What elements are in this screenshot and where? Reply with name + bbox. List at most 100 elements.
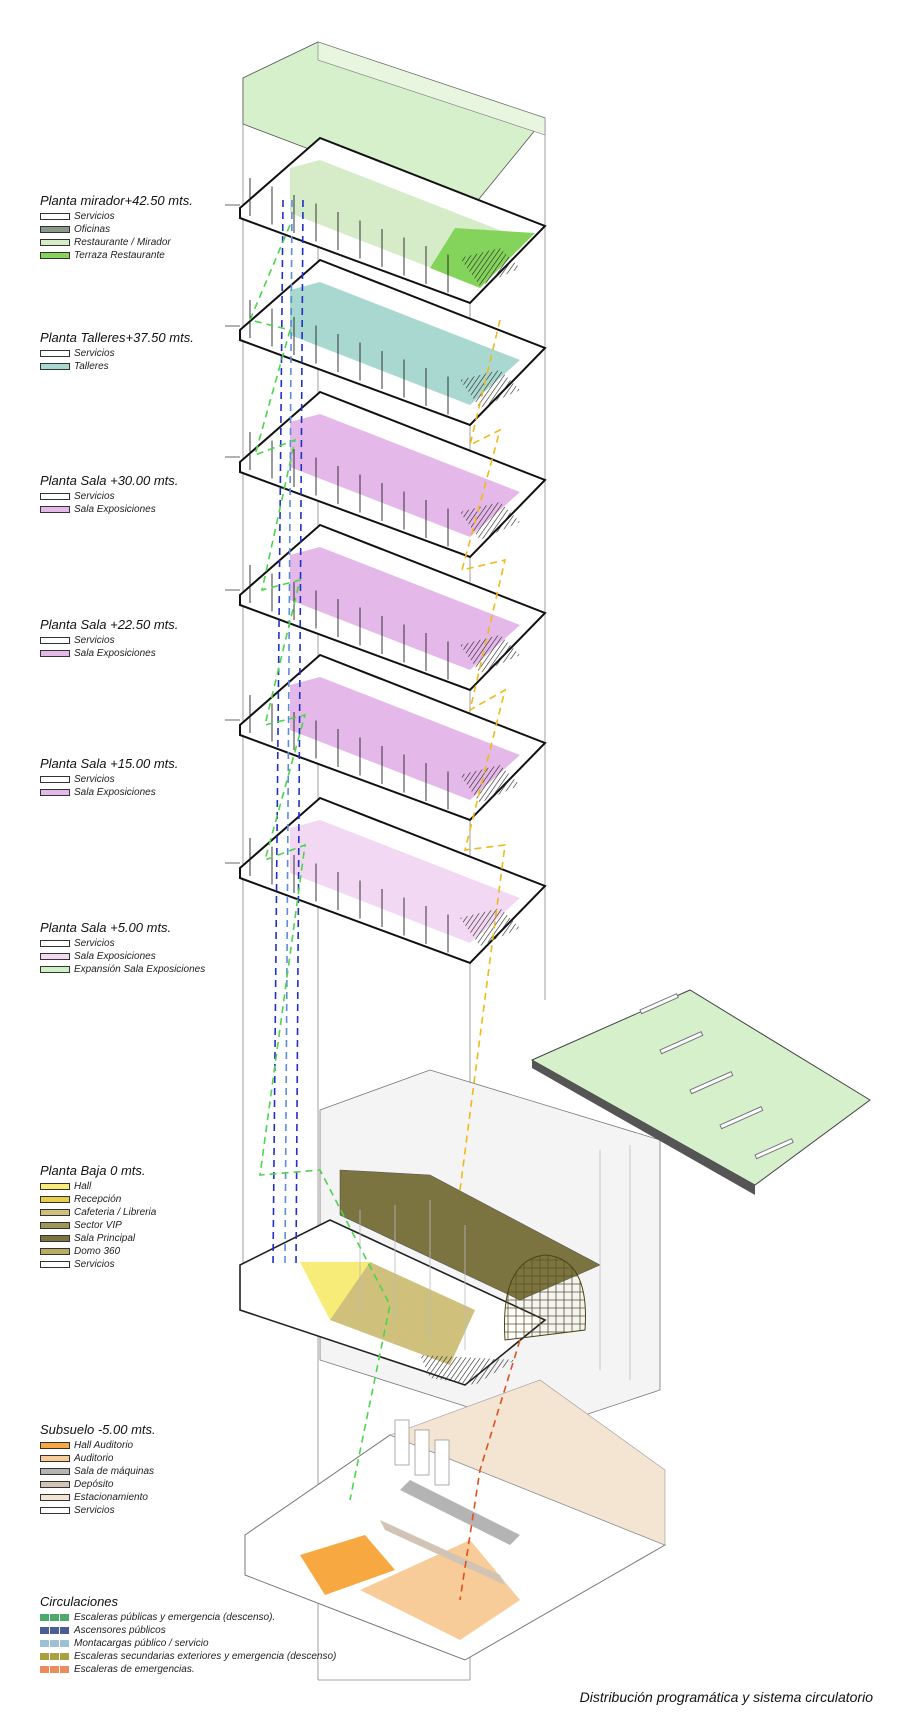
legend-row: Ascensores públicos [40,1624,336,1637]
stair-core [460,908,520,946]
legend-title: Planta Sala +30.00 mts. [40,473,179,488]
legend-row: Sala Exposiciones [40,647,178,660]
program-zone [290,414,520,537]
legend-swatch [40,1209,70,1216]
legend-swatch [40,506,70,513]
program-zone [290,677,520,800]
floor-sala-5 [239,796,547,965]
legend-talleres: Planta Talleres+37.50 mts. Servicios Tal… [40,330,194,373]
legend-swatch [40,363,70,370]
legend-title: Planta mirador+42.50 mts. [40,193,193,208]
legend-swatch [40,940,70,947]
legend-row: Depósito [40,1478,156,1491]
side-pavilion [530,989,871,1195]
legend-sala-30: Planta Sala +30.00 mts. Servicios Sala E… [40,473,178,516]
floor-mirador [239,136,547,305]
legend-row: Servicios [40,634,178,647]
secondary-stair-line [459,319,507,1191]
stair-core [460,635,520,673]
floor-slabs [239,136,547,965]
floor-sala-22 [239,523,547,692]
floor-sala-30 [239,390,547,559]
stair-core [460,502,520,540]
legend-title: Subsuelo -5.00 mts. [40,1422,156,1437]
roof-slab [242,41,546,211]
circulation-swatch [40,1614,70,1621]
legend-row: Oficinas [40,223,193,236]
legend-row: Servicios [40,773,178,786]
program-zone [290,820,520,943]
service-lift-line [284,199,293,1266]
legend-swatch [40,493,70,500]
legend-row: Servicios [40,490,178,503]
emergency-stair-line [459,1339,521,1601]
stair-core [460,370,520,408]
basement [244,1379,667,1661]
circulation-swatch [40,1666,70,1673]
legend-sala-22: Planta Sala +22.50 mts. Servicios Sala E… [40,617,178,660]
circulation-lines [248,199,521,1601]
legend-sala-15: Planta Sala +15.00 mts. Servicios Sala E… [40,756,178,799]
legend-row: Sala de máquinas [40,1465,156,1478]
legend-title: Planta Talleres+37.50 mts. [40,330,194,345]
legend-swatch [40,953,70,960]
legend-swatch [40,637,70,644]
legend-swatch [40,789,70,796]
legend-row: Talleres [40,360,194,373]
legend-swatch [40,1468,70,1475]
legend-row: Sector VIP [40,1219,156,1232]
legend-swatch [40,1494,70,1501]
legend-subsuelo: Subsuelo -5.00 mts. Hall Auditorio Audit… [40,1422,156,1517]
legend-row: Escaleras de emergencias. [40,1663,336,1676]
legend-row: Servicios [40,347,194,360]
legend-row: Hall [40,1180,156,1193]
elevator-line-1 [272,199,284,1266]
legend-swatch [40,1222,70,1229]
stair-core [460,248,520,286]
legend-swatch [40,1196,70,1203]
legend-planta-baja: Planta Baja 0 mts. Hall Recepción Cafete… [40,1163,156,1271]
legend-row: Montacargas público / servicio [40,1637,336,1650]
elevator-line-2 [295,199,304,1266]
ground-floor [239,1069,661,1431]
legend-swatch [40,1455,70,1462]
legend-row: Auditorio [40,1452,156,1465]
legend-row: Sala Principal [40,1232,156,1245]
legend-title: Planta Sala +15.00 mts. [40,756,179,771]
legend-title: Circulaciones [40,1594,119,1609]
legend-row: Sala Exposiciones [40,786,178,799]
legend-row: Hall Auditorio [40,1439,156,1452]
legend-swatch [40,239,70,246]
circulation-swatch [40,1653,70,1660]
stair-core [460,765,520,803]
public-stair-line [248,224,391,1501]
legend-row: Servicios [40,1504,156,1517]
legend-circulaciones: Circulaciones Escaleras públicas y emerg… [40,1594,336,1676]
diagram-caption: Distribución programática y sistema circ… [579,1689,873,1705]
legend-swatch [40,776,70,783]
legend-title: Planta Sala +5.00 mts. [40,920,172,935]
legend-row: Sala Exposiciones [40,503,178,516]
legend-row: Escaleras públicas y emergencia (descens… [40,1611,336,1624]
floor-sala-15 [239,653,547,822]
legend-swatch [40,1261,70,1268]
legend-row: Estacionamiento [40,1491,156,1504]
legend-row: Recepción [40,1193,156,1206]
legend-row: Sala Exposiciones [40,950,205,963]
legend-mirador: Planta mirador+42.50 mts. Servicios Ofic… [40,193,193,262]
program-zone [290,282,520,405]
legend-swatch [40,252,70,259]
legend-swatch [40,226,70,233]
legend-row: Cafeteria / Libreria [40,1206,156,1219]
legend-title: Planta Baja 0 mts. [40,1163,146,1178]
legend-row: Servicios [40,210,193,223]
floor-talleres [239,258,547,427]
legend-row: Restaurante / Mirador [40,236,193,249]
legend-swatch [40,1507,70,1514]
legend-swatch [40,1235,70,1242]
legend-swatch [40,350,70,357]
legend-swatch [40,1481,70,1488]
legend-row: Terraza Restaurante [40,249,193,262]
legend-swatch [40,966,70,973]
